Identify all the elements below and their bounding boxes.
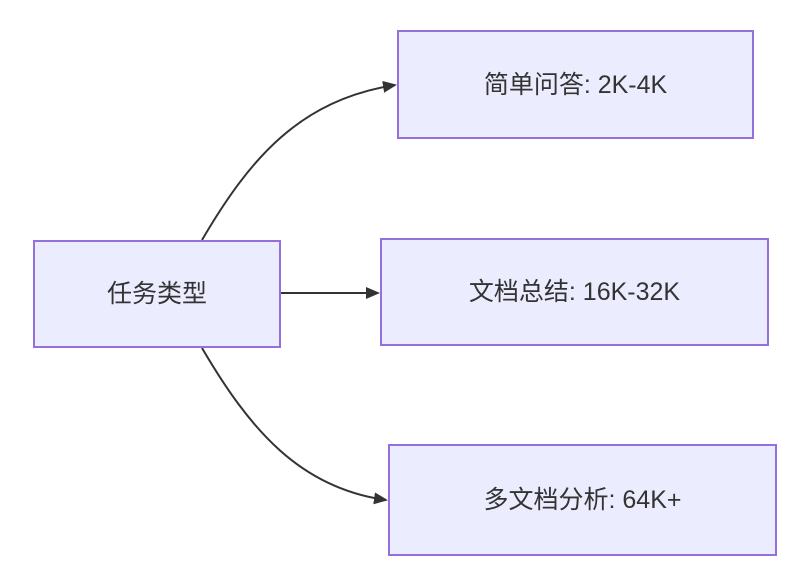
- node-task-type: 任务类型: [33, 240, 281, 348]
- node-doc-summary: 文档总结: 16K-32K: [380, 238, 769, 346]
- edge-task-type-to-simple-qa: [201, 80, 397, 241]
- node-doc-summary-label: 文档总结: 16K-32K: [468, 278, 681, 306]
- node-task-type-label: 任务类型: [106, 280, 207, 308]
- node-simple-qa: 简单问答: 2K-4K: [397, 30, 754, 139]
- node-multi-doc-label: 多文档分析: 64K+: [483, 486, 682, 514]
- node-multi-doc: 多文档分析: 64K+: [388, 444, 777, 556]
- edge-task-type-to-multi-doc: [201, 347, 388, 505]
- node-simple-qa-label: 简单问答: 2K-4K: [483, 70, 668, 99]
